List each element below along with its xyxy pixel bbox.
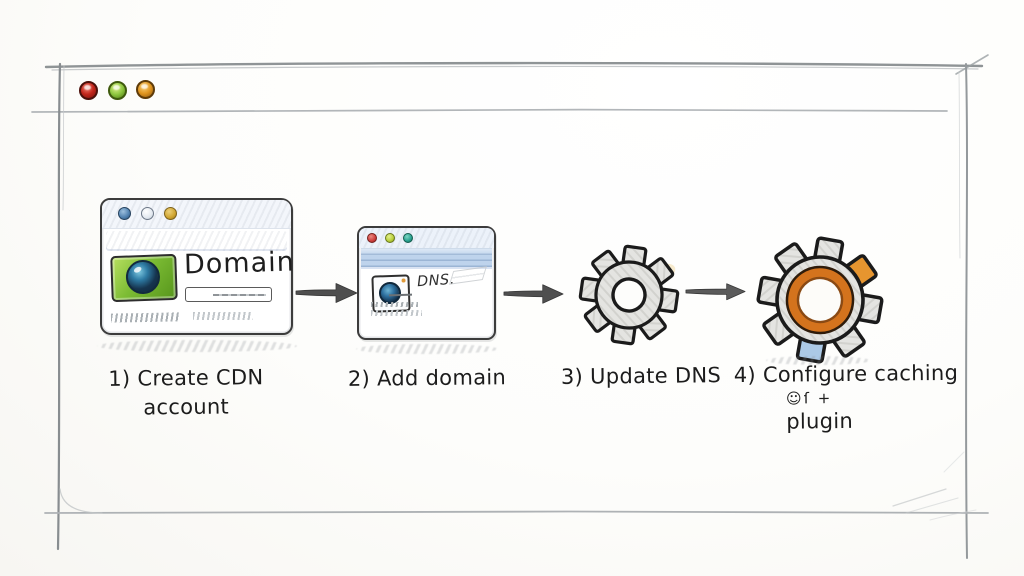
input-scribble: [213, 293, 266, 297]
window-shadow: [97, 340, 297, 352]
traffic-light-orange: [136, 80, 155, 99]
placeholder-scribble: [110, 312, 180, 323]
step-1-label: 1) Create CDN account: [86, 363, 287, 423]
address-bar: [361, 248, 492, 267]
traffic-light-red: [79, 81, 98, 100]
step-4-doodle: ☺ſ +: [785, 389, 833, 408]
address-bar: [106, 231, 287, 251]
arrow-right-icon: [685, 283, 746, 301]
domain-input-sketch: [185, 287, 272, 302]
step-3-line-1: 3) Update DNS: [560, 363, 722, 389]
window-dot-green-icon: [385, 233, 395, 243]
window-dot-white-icon: [141, 207, 154, 220]
window-titlebar: [102, 200, 291, 229]
domain-label: Domain: [183, 246, 296, 281]
camera-lens-icon: [378, 281, 402, 305]
step-1-line-2: account: [143, 394, 230, 420]
step-2-label: 2) Add domain: [334, 363, 520, 394]
step-3-label: 3) Update DNS: [556, 361, 726, 392]
image-thumbnail-icon: [110, 253, 178, 303]
traffic-light-highlight: [113, 85, 120, 90]
pencil-scribble-box: [449, 266, 487, 285]
window-dot-blue-icon: [118, 207, 131, 220]
arrow-right-icon: [503, 284, 564, 304]
window-shadow: [356, 344, 498, 354]
window-dot-teal-icon: [403, 233, 413, 243]
window-dot-yellow-icon: [164, 207, 177, 220]
traffic-light-green: [108, 81, 127, 100]
placeholder-scribble: [193, 312, 253, 320]
gear-color-icon: [756, 236, 884, 364]
traffic-light-highlight: [84, 85, 91, 90]
lens-glint: [133, 265, 143, 274]
placeholder-scribble: [371, 310, 422, 316]
window-dot-red-icon: [367, 233, 377, 243]
step-1-line-1: 1) Create CDN: [108, 365, 264, 391]
step-4-label: 4) Configure caching ☺ſ + plugin: [733, 359, 959, 437]
gear-icon: [578, 244, 680, 346]
browser-window-domain: Domain: [100, 198, 296, 335]
window-titlebar: [359, 228, 494, 248]
browser-window-dns: DNS.: [357, 226, 496, 340]
traffic-light-highlight: [141, 84, 148, 89]
step-4-line-1: 4) Configure caching: [733, 360, 959, 388]
placeholder-scribble: [371, 302, 418, 307]
gear-shadow: [766, 356, 870, 365]
camera-lens-icon: [125, 259, 161, 295]
arrow-right-icon: [295, 283, 358, 303]
step-2-line-1: 2) Add domain: [347, 365, 507, 391]
step-4-line-2: plugin: [786, 408, 854, 434]
orange-speck: [401, 278, 406, 283]
